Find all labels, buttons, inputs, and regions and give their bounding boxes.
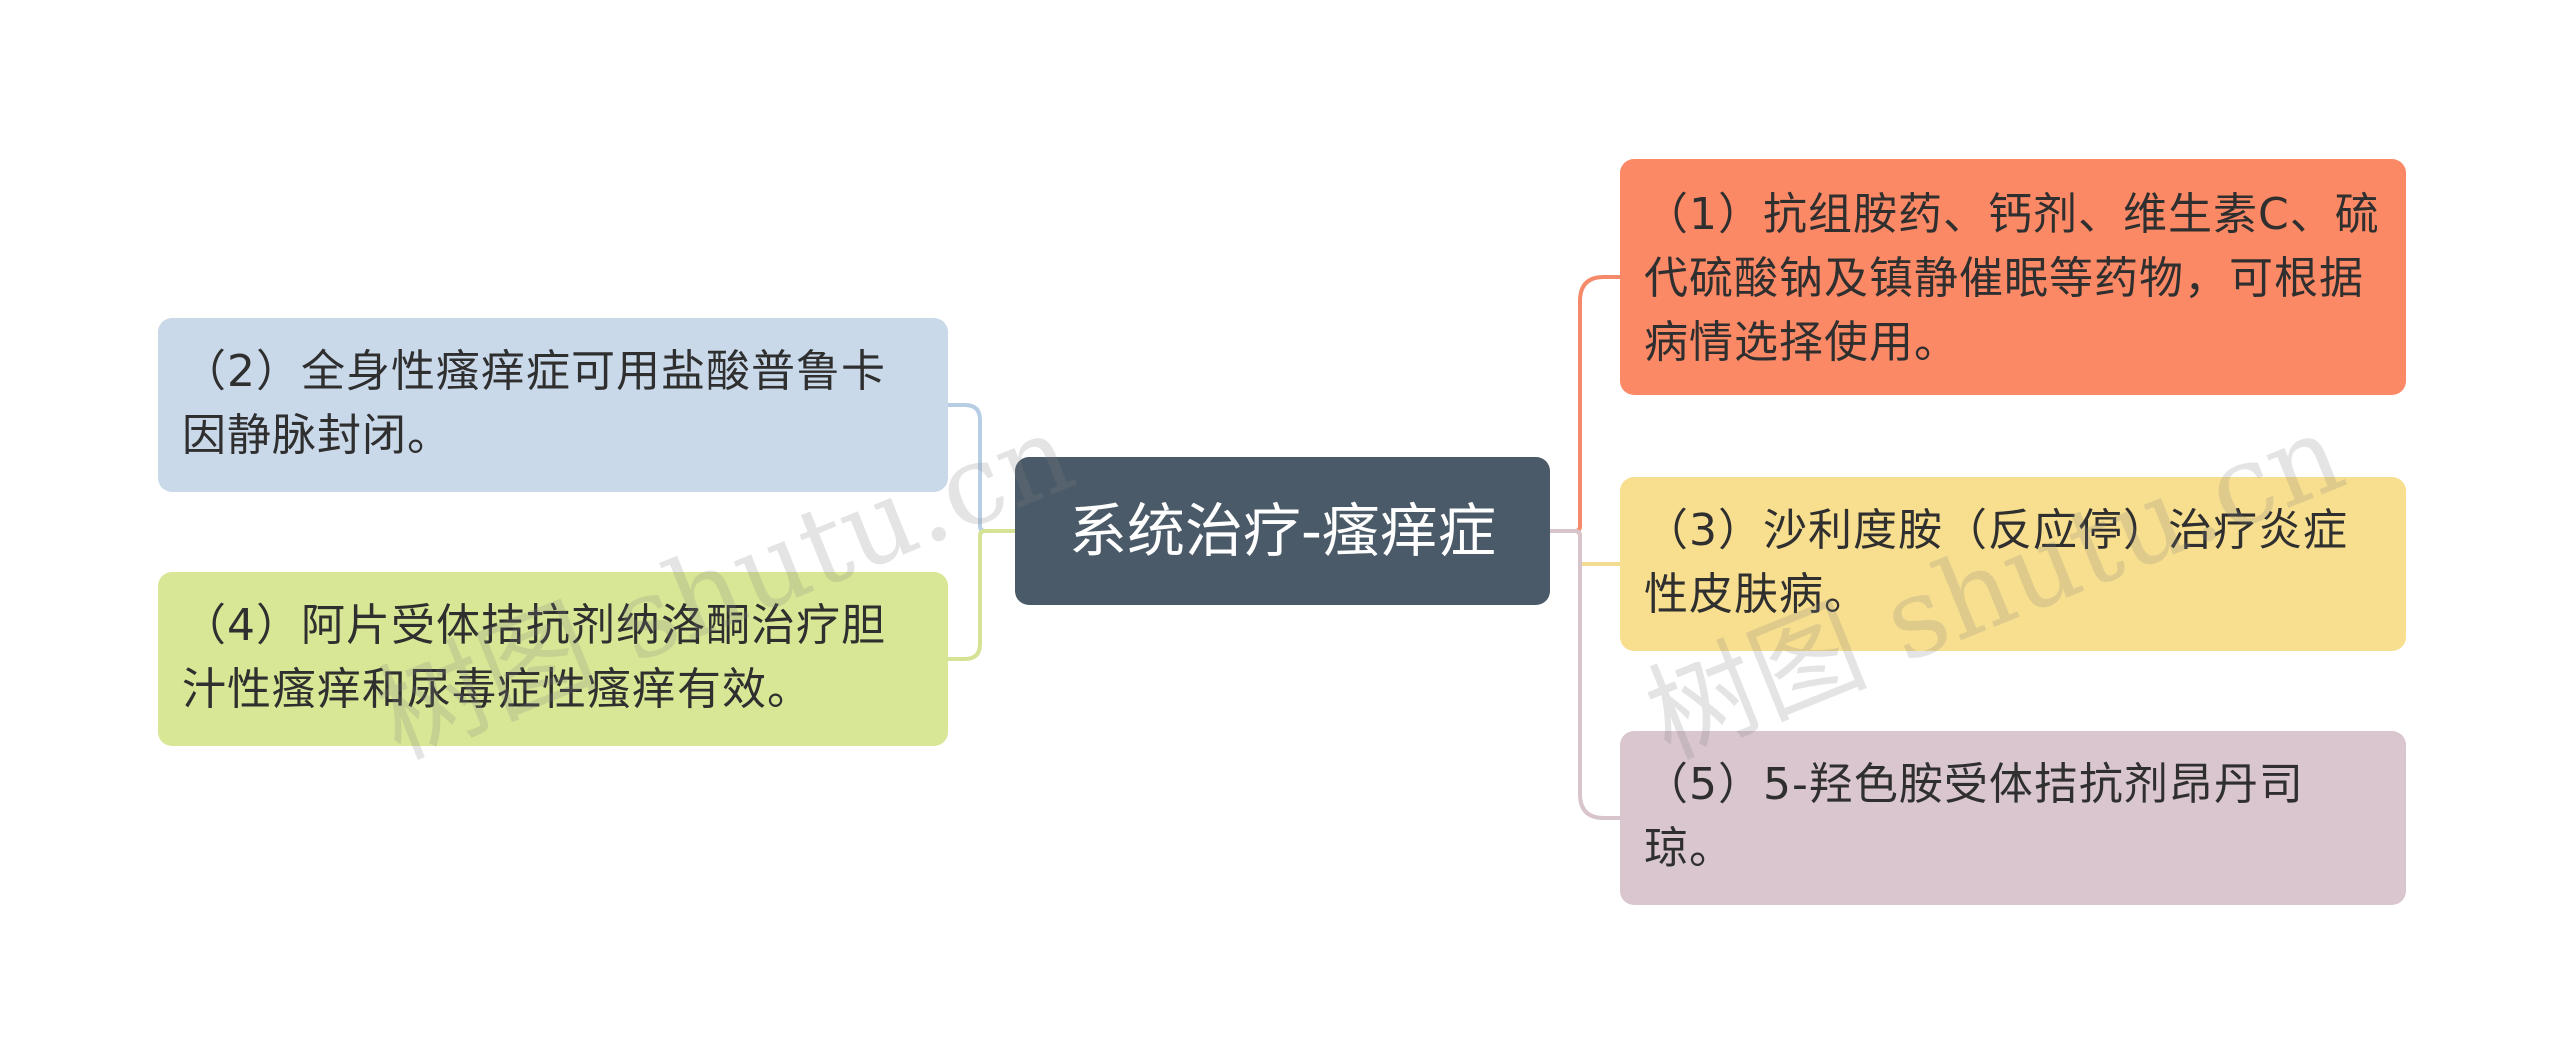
branch-node-2[interactable]: （2）全身性瘙痒症可用盐酸普鲁卡因静脉封闭。 bbox=[158, 318, 948, 492]
central-topic[interactable]: 系统治疗-瘙痒症 bbox=[1015, 457, 1550, 605]
branch-node-3[interactable]: （3）沙利度胺（反应停）治疗炎症性皮肤病。 bbox=[1620, 477, 2406, 651]
branch-node-1[interactable]: （1）抗组胺药、钙剂、维生素C、硫代硫酸钠及镇静催眠等药物，可根据病情选择使用。 bbox=[1620, 159, 2406, 395]
connector-center-to-node-5 bbox=[1550, 529, 1620, 820]
branch-node-5[interactable]: （5）5-羟色胺受体拮抗剂昂丹司琼。 bbox=[1620, 731, 2406, 905]
connector-center-to-node-1 bbox=[1550, 275, 1620, 533]
connector-center-to-node-3 bbox=[1550, 529, 1620, 566]
connector-center-to-node-2 bbox=[948, 403, 1015, 533]
branch-node-4[interactable]: （4）阿片受体拮抗剂纳洛酮治疗胆汁性瘙痒和尿毒症性瘙痒有效。 bbox=[158, 572, 948, 746]
connector-center-to-node-4 bbox=[948, 529, 1015, 661]
